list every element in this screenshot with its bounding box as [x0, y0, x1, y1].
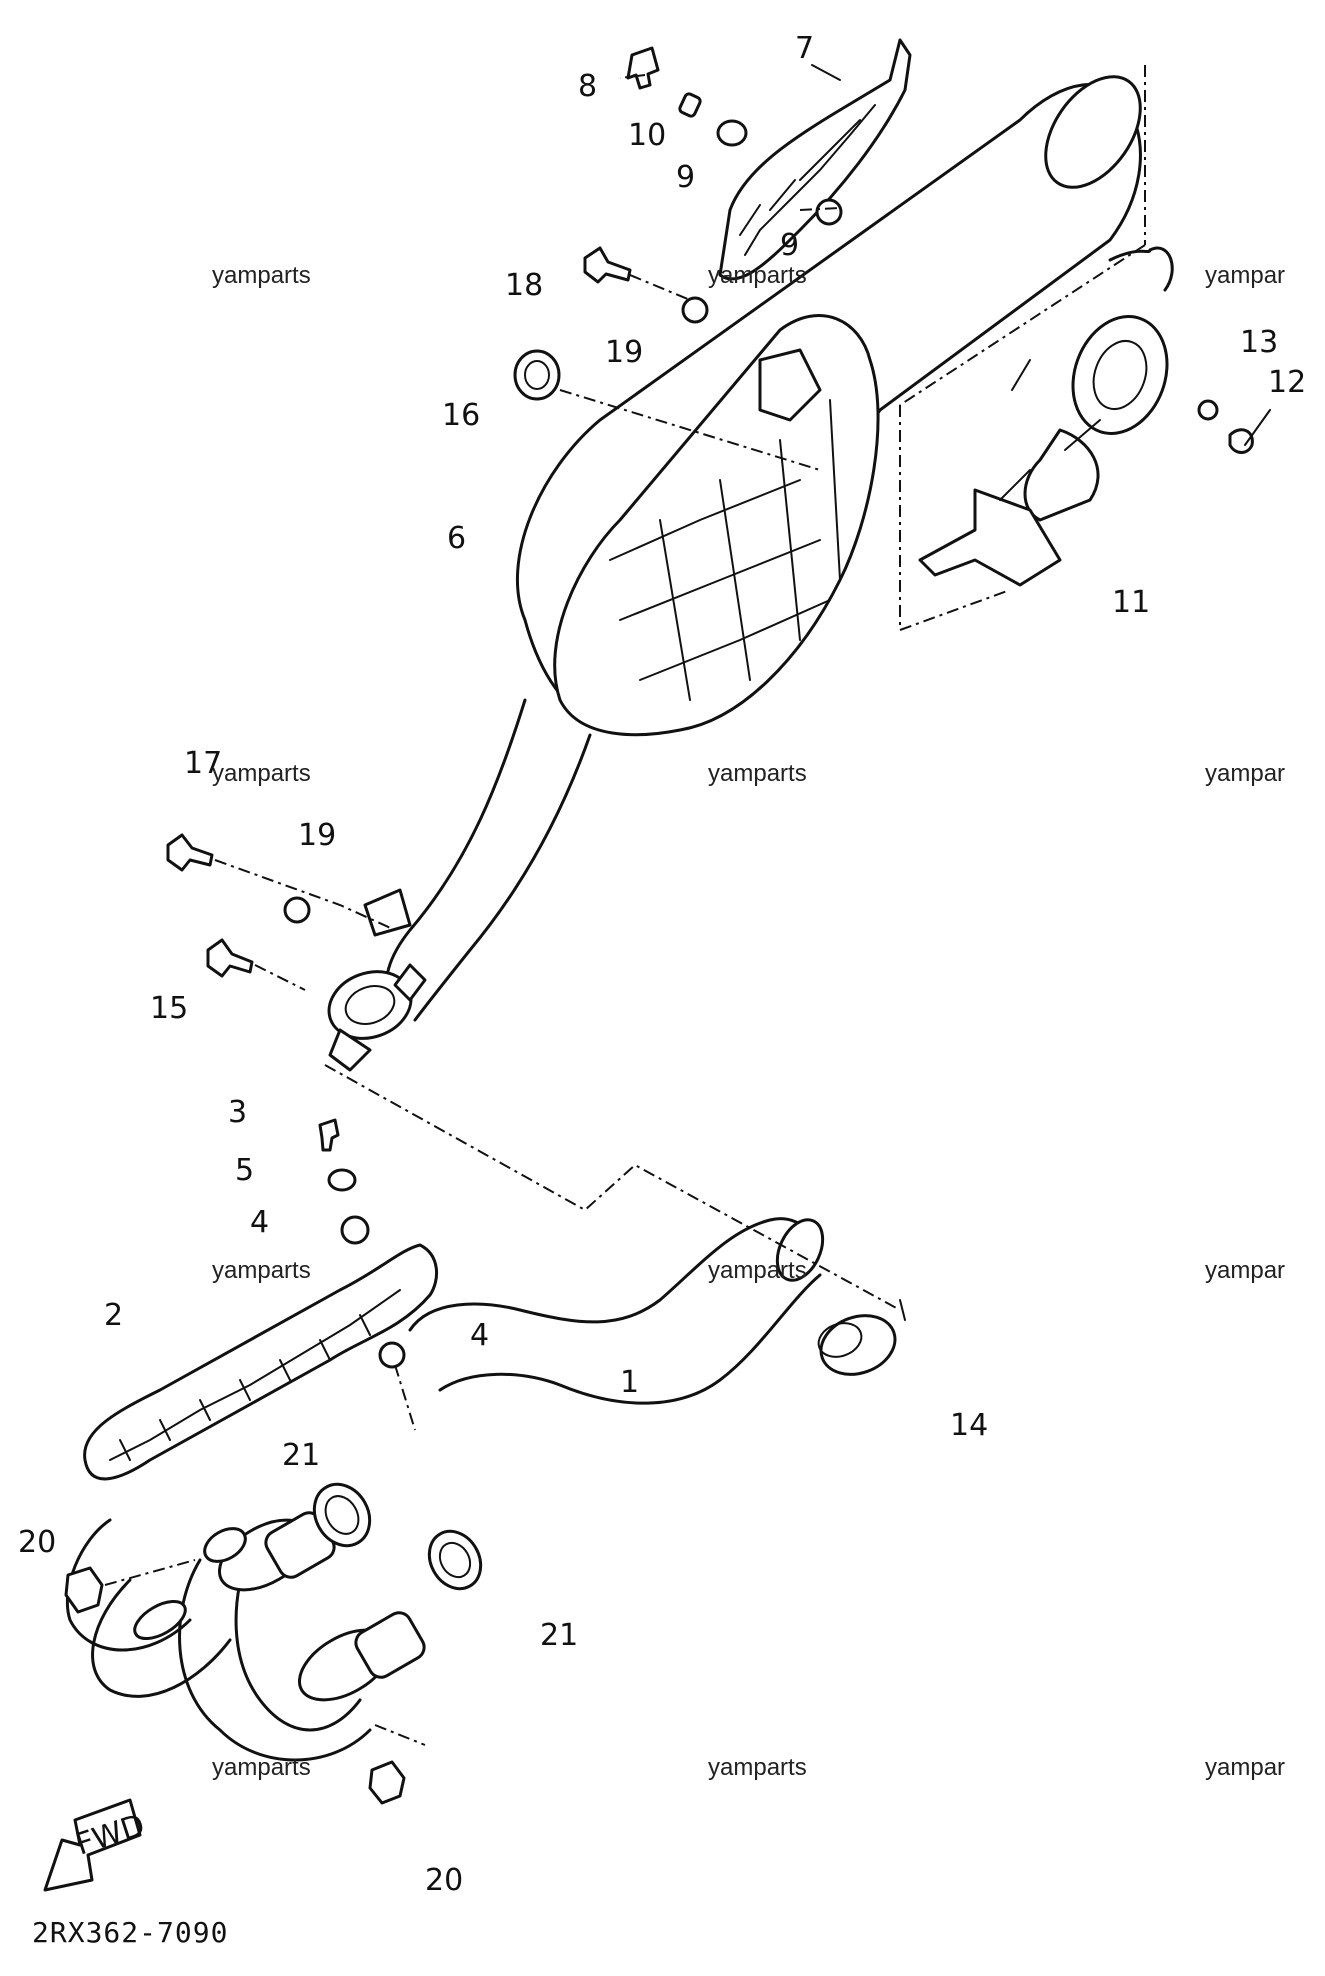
watermark: yamparts: [708, 1257, 807, 1284]
callout-15: 15: [150, 991, 188, 1026]
bolt-12: [1228, 428, 1254, 454]
watermark: yamparts: [708, 262, 807, 289]
gaskets-21: [312, 1482, 483, 1591]
callout-3: 3: [228, 1095, 247, 1130]
nut-13: [1197, 399, 1219, 421]
bolt-8: [626, 46, 660, 90]
bolt-18: [583, 246, 632, 284]
callout-7: 7: [795, 31, 814, 66]
watermark: yampar: [1205, 1257, 1285, 1284]
callout-6: 6: [447, 521, 466, 556]
callout-1: 1: [620, 1365, 639, 1400]
callout-4-lower: 4: [470, 1318, 489, 1353]
collar-19a: [681, 296, 709, 324]
damper-4b: [378, 1341, 406, 1369]
watermark: yamparts: [212, 1257, 311, 1284]
callout-19-lower: 19: [298, 818, 336, 853]
callout-18: 18: [505, 268, 543, 303]
diagram-code: 2RX362-7090: [32, 1916, 228, 1949]
callout-2: 2: [104, 1298, 123, 1333]
callout-9-lower: 9: [780, 228, 799, 263]
bolt-3: [318, 1118, 340, 1152]
washer-10: [678, 92, 702, 118]
gasket-14: [817, 1314, 897, 1376]
callout-11: 11: [1112, 585, 1150, 620]
watermark: yampar: [1205, 760, 1285, 787]
callout-16: 16: [442, 398, 480, 433]
callout-5: 5: [235, 1153, 254, 1188]
muffler-body: [327, 75, 1142, 1072]
callout-13: 13: [1240, 325, 1278, 360]
fwd-arrow: FWD: [43, 1798, 149, 1892]
damper-4a: [340, 1215, 370, 1245]
callout-20-upper: 20: [18, 1525, 56, 1560]
damper-9b: [815, 198, 843, 226]
joint-assembly: [918, 246, 1174, 587]
damper-9a: [716, 119, 748, 147]
callout-12: 12: [1268, 365, 1306, 400]
collar-5: [327, 1168, 357, 1192]
exhaust-pipe: [65, 1217, 825, 1762]
watermark: yamparts: [708, 760, 807, 787]
nut-20a: [64, 1566, 104, 1614]
watermark: yamparts: [212, 1754, 311, 1781]
bolt-15: [206, 938, 254, 978]
damper-16: [513, 349, 561, 401]
watermark: yamparts: [212, 262, 311, 289]
callout-9-upper: 9: [676, 160, 695, 195]
callout-21-upper: 21: [282, 1438, 320, 1473]
callout-4-upper: 4: [250, 1205, 269, 1240]
callout-21-lower: 21: [540, 1618, 578, 1653]
watermark: yampar: [1205, 262, 1285, 289]
callout-20-lower: 20: [425, 1863, 463, 1898]
muffler-protector: [718, 38, 912, 281]
pipe-protector: [83, 1243, 439, 1481]
callout-10: 10: [628, 118, 666, 153]
watermark: yampar: [1205, 1754, 1285, 1781]
bolt-17: [166, 833, 214, 872]
callout-17: 17: [184, 746, 222, 781]
callout-8: 8: [578, 69, 597, 104]
collar-19b: [283, 896, 311, 924]
callout-14: 14: [950, 1408, 988, 1443]
nut-20b: [368, 1760, 406, 1805]
watermark: yamparts: [708, 1754, 807, 1781]
watermark: yamparts: [212, 760, 311, 787]
callout-19-upper: 19: [605, 335, 643, 370]
